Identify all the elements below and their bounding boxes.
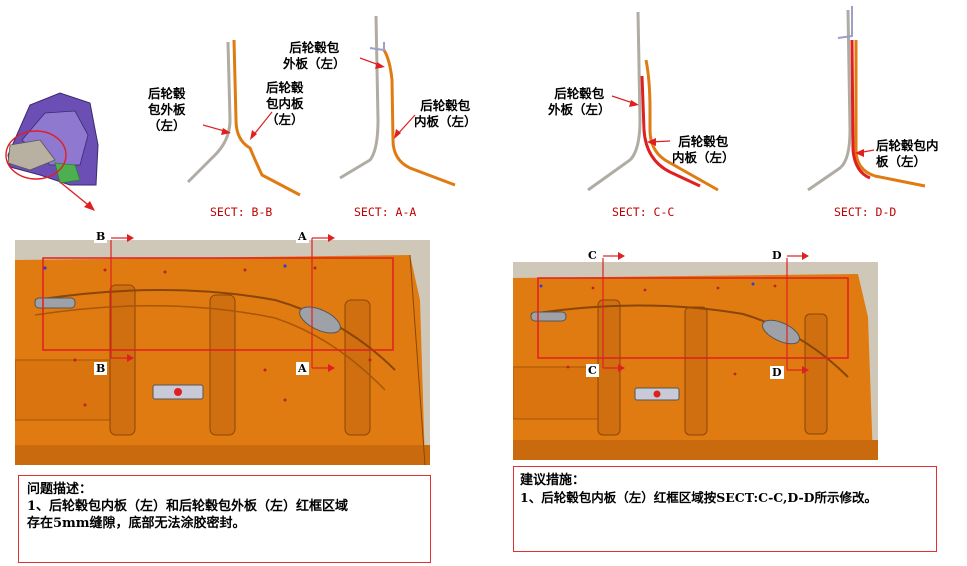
marker-a-top: A bbox=[296, 230, 309, 243]
problem-line-1: 1、后轮毂包内板（左）和后轮毂包外板（左）红框区域 bbox=[27, 499, 349, 514]
part-render-right bbox=[513, 262, 878, 460]
section-dd-title: SECT: D-D bbox=[834, 205, 897, 219]
section-bb-title: SECT: B-B bbox=[210, 205, 273, 219]
section-cc-inner-label: 后轮毂包 内板（左） bbox=[672, 134, 735, 165]
marker-c-top: C bbox=[586, 249, 599, 262]
section-bb-outer-label: 后轮毂 包外板 （左） bbox=[148, 86, 186, 133]
part-render-left bbox=[15, 240, 430, 465]
section-cc-outer-label: 后轮毂包 外板（左） bbox=[548, 86, 611, 117]
problem-description-box: 问题描述： 1、后轮毂包内板（左）和后轮毂包外板（左）红框区域 存在5mm缝隙，… bbox=[18, 475, 431, 563]
section-aa-inner-label: 后轮毂包 内板（左） bbox=[414, 98, 477, 129]
section-dd-inner-label: 后轮毂包内 板（左） bbox=[876, 138, 939, 169]
suggestion-line-1: 1、后轮毂包内板（左）红框区域按SECT:C-C,D-D所示修改。 bbox=[520, 490, 877, 505]
problem-heading: 问题描述： bbox=[27, 482, 93, 497]
section-cc-title: SECT: C-C bbox=[612, 205, 675, 219]
suggestion-heading: 建议措施： bbox=[520, 473, 586, 488]
part-image-right bbox=[513, 262, 878, 460]
suggestion-box: 建议措施： 1、后轮毂包内板（左）红框区域按SECT:C-C,D-D所示修改。 bbox=[513, 466, 937, 552]
vehicle-body-sketch bbox=[5, 92, 99, 186]
marker-a-bottom: A bbox=[296, 362, 309, 375]
section-aa-title: SECT: A-A bbox=[354, 205, 417, 219]
vehicle-body-thumbnail bbox=[0, 85, 100, 195]
section-bb-inner-label: 后轮毂 包内板 （左） bbox=[266, 80, 304, 127]
marker-b-bottom: B bbox=[94, 362, 108, 375]
marker-d-top: D bbox=[770, 249, 784, 262]
section-aa-outer-label: 后轮毂包 外板（左） bbox=[283, 40, 346, 71]
marker-c-bottom: C bbox=[586, 364, 599, 377]
part-image-left bbox=[15, 240, 430, 465]
marker-d-bottom: D bbox=[770, 366, 784, 379]
problem-line-2: 存在5mm缝隙，底部无法涂胶密封。 bbox=[27, 516, 246, 531]
marker-b-top: B bbox=[94, 230, 108, 243]
